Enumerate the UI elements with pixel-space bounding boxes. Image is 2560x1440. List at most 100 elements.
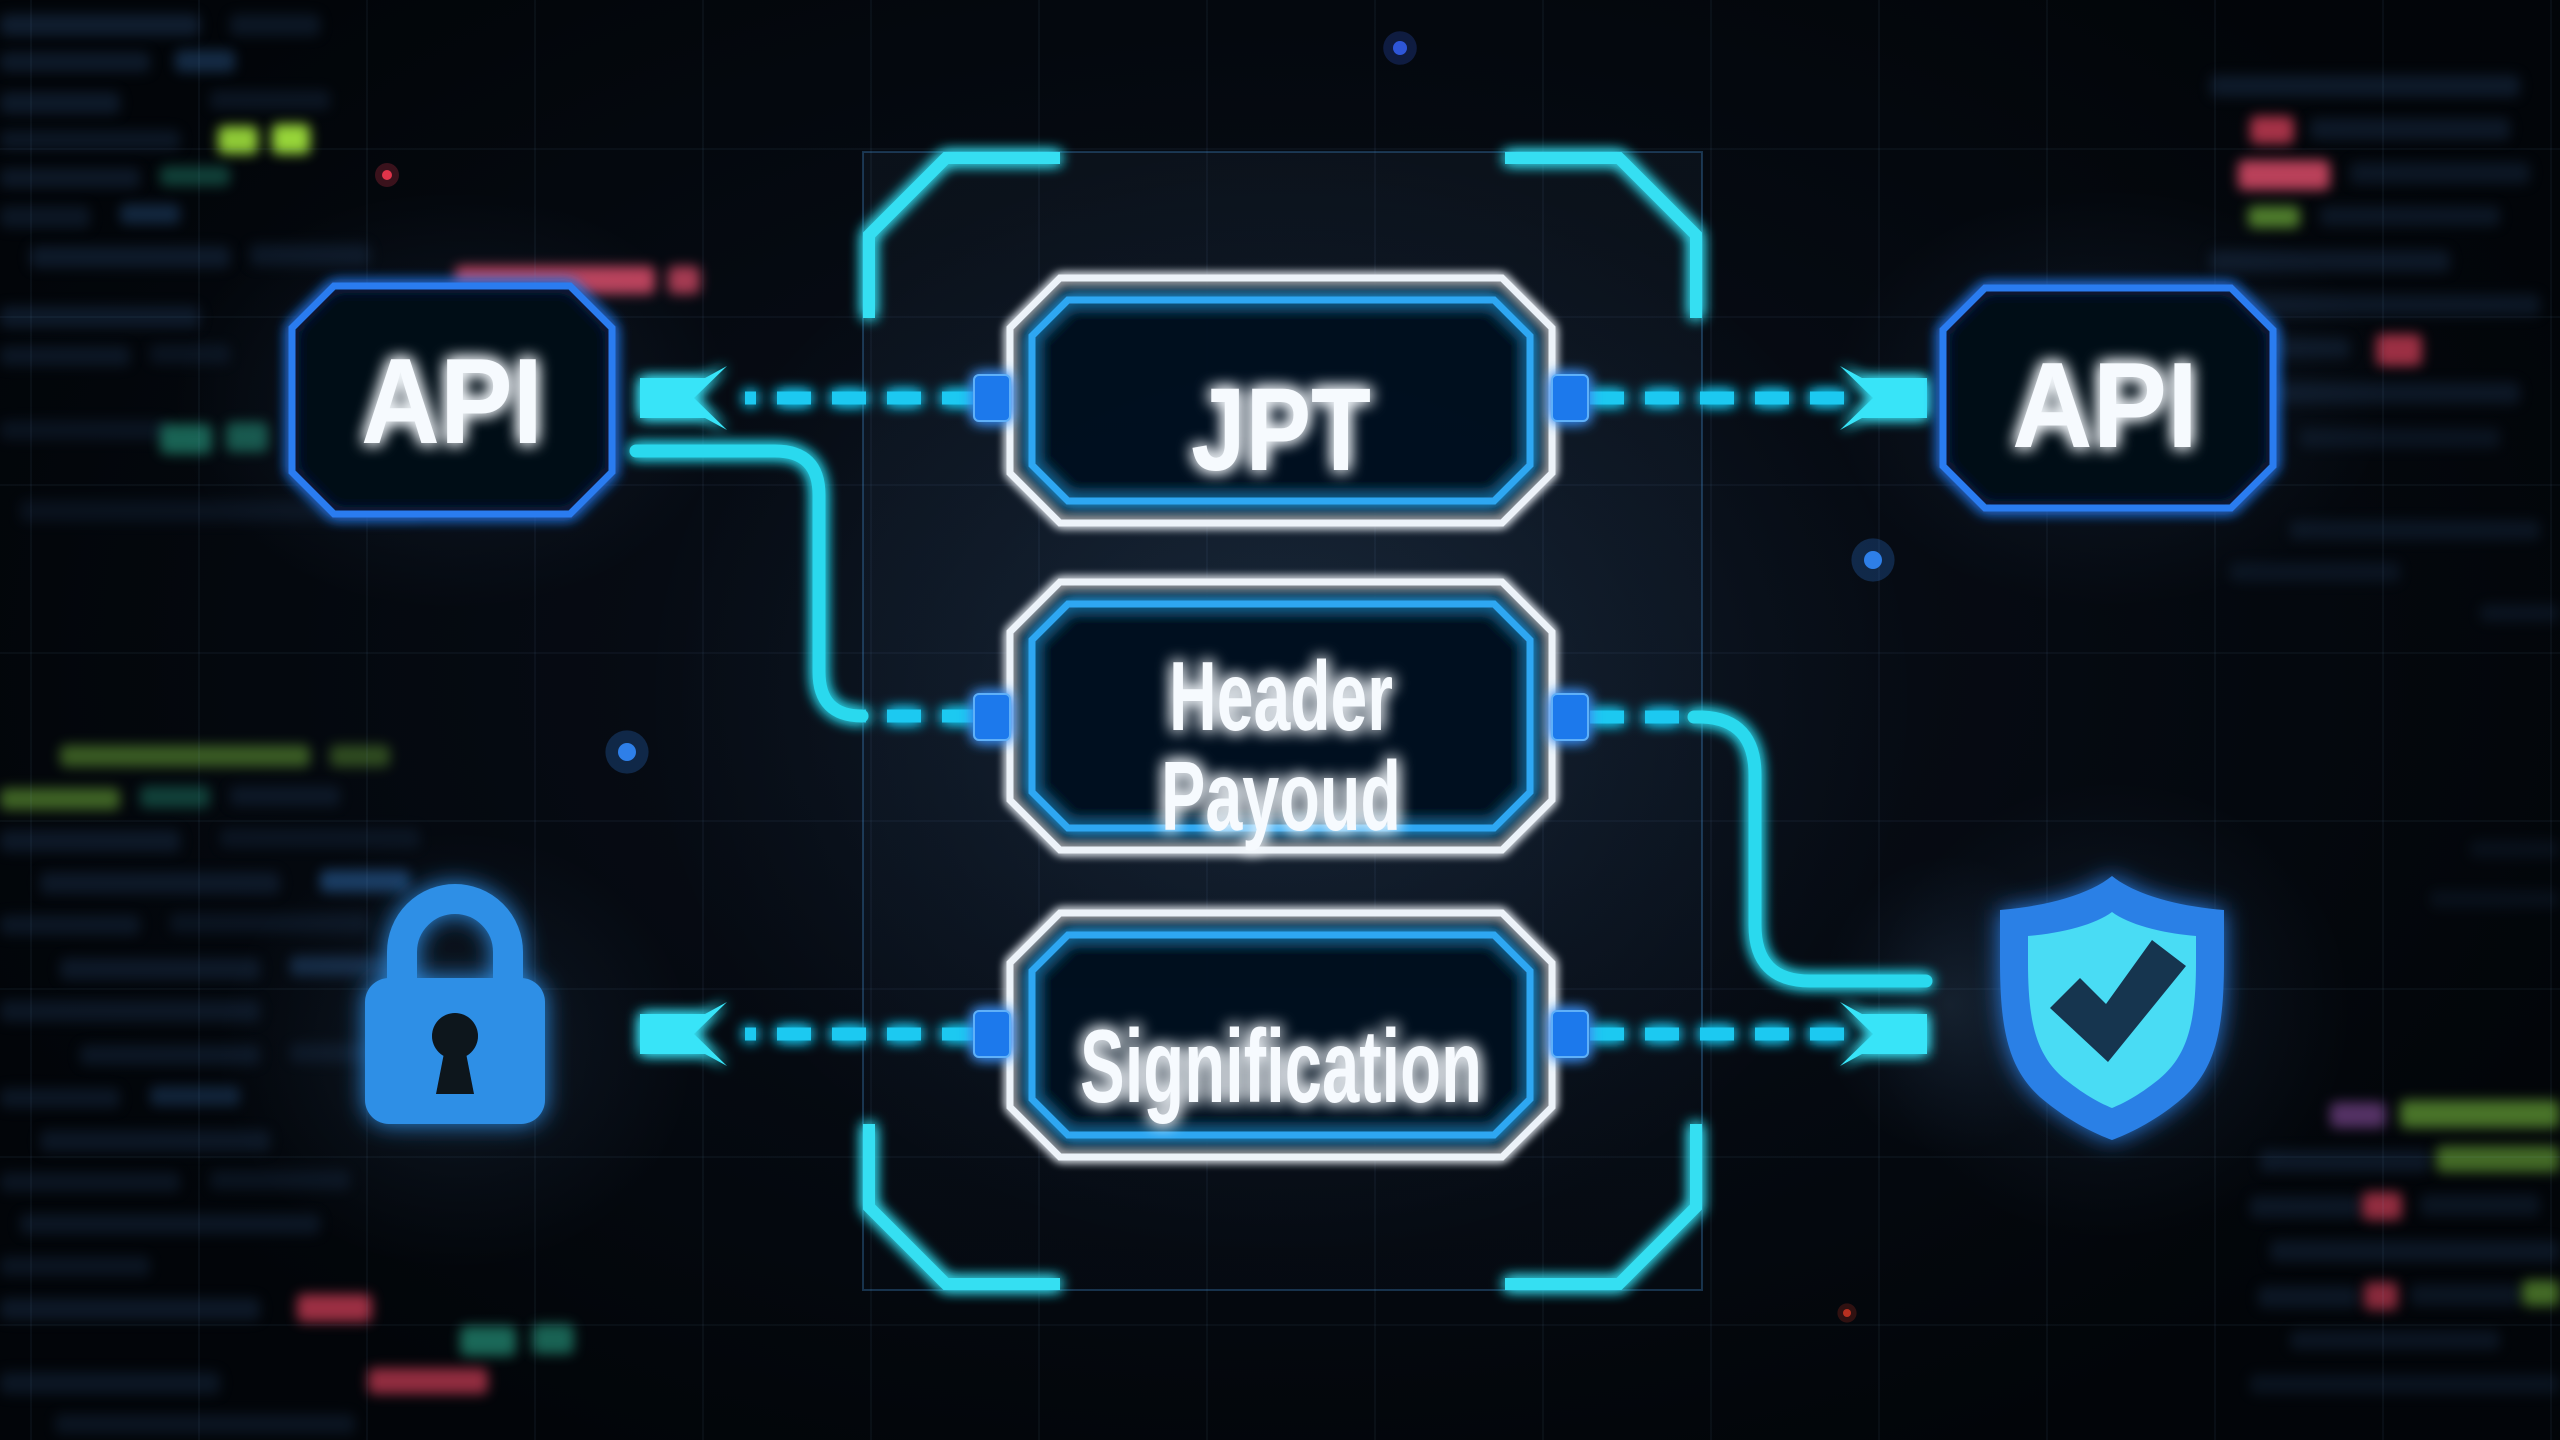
code-row-segment: [2258, 1286, 2358, 1308]
code-row-segment: [0, 14, 200, 36]
token-box-inner-outline: [1028, 296, 1534, 505]
code-row-segment: [120, 204, 180, 224]
lock-icon: [365, 884, 545, 1124]
token-box-label: JPT: [1191, 364, 1371, 496]
code-row-segment: [150, 1086, 240, 1106]
code-row-segment: [2410, 1284, 2520, 1306]
check-mark: [2050, 940, 2186, 1062]
port-header-left: [973, 693, 1011, 741]
api-left-box: [288, 282, 616, 518]
code-row-segment: [368, 1368, 488, 1394]
elbow-left-api-to-header: [629, 444, 869, 723]
code-row-segment: [40, 872, 280, 894]
code-row-segment: [2250, 1374, 2560, 1394]
code-row-segment: [40, 1130, 270, 1152]
code-row-segment: [0, 306, 200, 328]
accent-dot: [382, 170, 392, 180]
code-row-segment: [272, 124, 310, 154]
port-header-right: [1551, 693, 1589, 741]
code-row-segment: [0, 420, 170, 440]
code-row-segment: [140, 786, 210, 808]
token-boxes-inner: [1028, 296, 1534, 1139]
code-row-segment: [2310, 118, 2510, 140]
code-row-segment: [210, 90, 330, 110]
port-tabs: [973, 374, 1589, 1058]
connector-layer: [629, 366, 1933, 1066]
code-row-segment: [0, 92, 120, 114]
port-token-left: [973, 374, 1011, 422]
api-boxes: [288, 282, 2277, 518]
code-row-segment: [0, 1372, 220, 1394]
code-row-segment: [0, 1298, 260, 1320]
code-row-segment: [55, 1414, 355, 1434]
code-row-segment: [0, 52, 150, 72]
code-row-segment: [220, 828, 420, 848]
port-token-right: [1551, 374, 1589, 422]
label-layer: API API JPT Header Payoud Signification: [361, 333, 2198, 1125]
header-box-label-line2: Payoud: [1161, 741, 1401, 851]
code-row-segment: [532, 1324, 574, 1354]
lock-shackle: [387, 884, 523, 984]
arrowhead-left-jpt: [640, 366, 727, 430]
code-row-segment: [60, 958, 260, 980]
accent-dot: [1393, 41, 1407, 55]
signature-box-label: Signification: [1080, 1009, 1482, 1125]
frame-brackets: [863, 152, 1702, 1290]
api-right-label: API: [2012, 337, 2198, 473]
code-row-segment: [0, 915, 140, 935]
code-row-segment: [30, 246, 230, 268]
code-row-segment: [330, 745, 390, 767]
accent-dot: [1864, 551, 1882, 569]
code-row-segment: [230, 786, 340, 806]
code-row-segment: [2210, 75, 2520, 97]
lock-keyhole-stem: [436, 1048, 474, 1094]
code-row-segment: [0, 168, 140, 188]
arrowhead-right-jpt: [1840, 366, 1927, 430]
code-row-segment: [20, 1214, 320, 1234]
code-row-segment: [0, 1000, 260, 1022]
elbow-header-to-shield: [1687, 710, 1933, 988]
code-row-segment: [0, 830, 180, 852]
code-row-segment: [2480, 604, 2560, 622]
header-box-label-line1: Header: [1169, 641, 1393, 751]
arrowhead-right-signature: [1840, 1002, 1927, 1066]
code-row-segment: [175, 50, 235, 72]
code-row-segment: [60, 745, 310, 767]
arrowhead-left-signature: [640, 1002, 727, 1066]
code-row-segment: [0, 1172, 180, 1192]
code-row-segment: [2364, 1282, 2398, 1310]
accent-dots: [375, 31, 1895, 1323]
code-row-segment: [2430, 890, 2560, 908]
bracket-bottom-left: [863, 1124, 1060, 1290]
code-row-segment: [2270, 1240, 2560, 1262]
accent-dot: [1843, 1309, 1851, 1317]
header-box-inner-outline: [1028, 600, 1534, 832]
code-row-segment: [2290, 1330, 2500, 1350]
code-row-segment: [2250, 1196, 2360, 1218]
code-row-segment: [2470, 840, 2560, 858]
code-row-segment: [2350, 162, 2530, 184]
code-row-segment: [0, 346, 130, 366]
lock-keyhole: [432, 1013, 478, 1059]
code-row-segment: [2436, 1146, 2560, 1172]
code-row-segment: [297, 1294, 372, 1322]
bracket-top-right: [1505, 152, 1702, 318]
code-row-segment: [0, 206, 90, 228]
code-row-segment: [2290, 520, 2540, 540]
code-row-segment: [2330, 1102, 2386, 1128]
code-row-segment: [0, 130, 180, 150]
code-row-segment: [2250, 116, 2294, 144]
shield-check-icon: [2000, 876, 2224, 1140]
api-left-label: API: [361, 333, 543, 469]
code-row-segment: [2376, 334, 2422, 366]
signature-box-inner-outline: [1028, 931, 1534, 1139]
code-row-segment: [0, 788, 120, 810]
code-row-segment: [2260, 1150, 2430, 1172]
port-signature-right: [1551, 1010, 1589, 1058]
code-row-segment: [460, 1326, 516, 1356]
bracket-top-left: [863, 152, 1060, 318]
bracket-bottom-right: [1505, 1124, 1702, 1290]
code-row-segment: [230, 14, 320, 36]
